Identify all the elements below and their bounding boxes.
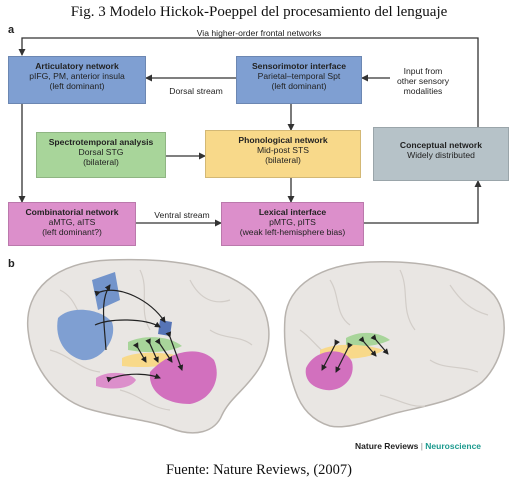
phonological-title: Phonological network <box>238 135 328 145</box>
conceptual-network-box: Conceptual network Widely distributed <box>373 127 509 181</box>
panel-a-letter: a <box>8 24 15 36</box>
sensorimotor-interface-box: Sensorimotor interface Parietal–temporal… <box>236 56 362 104</box>
panel-a-arrows <box>18 37 482 227</box>
lexical-conceptual-arrow <box>364 180 482 224</box>
figure-source: Fuente: Nature Reviews, (2007) <box>165 462 353 478</box>
lexical-interface-box: Lexical interface pMTG, pITS (weak left-… <box>221 202 364 246</box>
right-hemisphere-brain <box>283 260 505 428</box>
ventral-stream-label: Ventral stream <box>154 210 210 220</box>
top-feedback-arrow <box>18 37 479 127</box>
panel-b-letter: b <box>8 258 15 270</box>
figure-title: Fig. 3 Modelo Hickok-Poeppel del procesa… <box>70 4 448 20</box>
journal-brand: Nature Reviews | Neuroscience <box>355 441 481 451</box>
left-spt-region <box>158 320 172 336</box>
combinatorial-network-box: Combinatorial network aMTG, aITS (left d… <box>8 202 136 246</box>
brand-main: Nature Reviews <box>355 441 419 451</box>
dorsal-stream-label: Dorsal stream <box>169 86 223 96</box>
conceptual-title: Conceptual network <box>399 140 483 150</box>
combinatorial-title: Combinatorial network <box>25 207 119 217</box>
brand-separator: | <box>420 441 423 451</box>
top-feedback-label: Via higher-order frontal networks <box>196 28 322 38</box>
lexical-title: Lexical interface <box>258 207 327 217</box>
input-note: Input from other sensory modalities <box>396 66 450 96</box>
articulatory-network-box: Articulatory network pIFG, PM, anterior … <box>8 56 146 104</box>
spectrotemporal-analysis-box: Spectrotemporal analysis Dorsal STG (bil… <box>36 132 166 178</box>
brand-sub: Neuroscience <box>425 441 482 451</box>
spectrotemporal-title: Spectrotemporal analysis <box>48 137 154 147</box>
left-hemisphere-brain <box>26 258 270 434</box>
sensorimotor-title: Sensorimotor interface <box>251 61 347 71</box>
phonological-network-box: Phonological network Mid-post STS (bilat… <box>205 130 361 178</box>
articulatory-title: Articulatory network <box>35 61 119 71</box>
